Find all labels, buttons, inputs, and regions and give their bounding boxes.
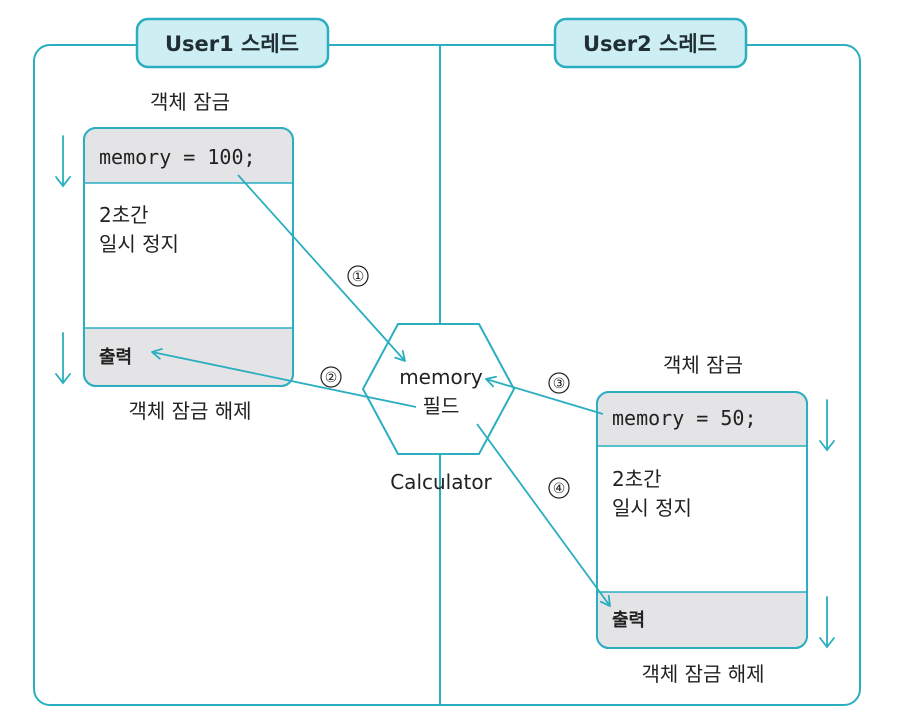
memory-field-name: memory bbox=[399, 365, 483, 389]
user2-code-line: memory = 50; bbox=[612, 406, 757, 430]
outer-frame bbox=[33, 44, 861, 706]
memory-field-label: 필드 bbox=[423, 394, 460, 418]
user1-code-block bbox=[83, 127, 294, 387]
user1-flow-arrow-top bbox=[55, 135, 71, 188]
step1-number: ① bbox=[352, 269, 365, 285]
step2-marker: ② bbox=[320, 366, 342, 388]
user1-code-line: memory = 100; bbox=[99, 145, 256, 169]
step3-arrow bbox=[485, 375, 604, 415]
step1-marker: ① bbox=[347, 265, 369, 287]
calculator-class-label: Calculator bbox=[390, 470, 492, 494]
user2-lock-label: 객체 잠금 bbox=[663, 353, 743, 377]
user1-unlock-label: 객체 잠금 해제 bbox=[128, 399, 251, 423]
user2-thread-tab: User2 스레드 bbox=[553, 17, 748, 69]
user1-thread-tab: User1 스레드 bbox=[135, 17, 330, 69]
calculator-object-hexagon bbox=[361, 323, 516, 455]
step3-marker: ③ bbox=[548, 372, 570, 394]
step4-marker: ④ bbox=[548, 477, 570, 499]
user1-thread-title: User1 스레드 bbox=[165, 32, 299, 56]
step4-number: ④ bbox=[553, 481, 566, 497]
user1-pause-line2: 일시 정지 bbox=[99, 232, 179, 256]
user1-flow-arrow-bottom bbox=[55, 332, 71, 385]
user1-pause-line1: 2초간 bbox=[99, 203, 149, 227]
user2-unlock-label: 객체 잠금 해제 bbox=[641, 662, 764, 686]
user2-pause-line2: 일시 정지 bbox=[612, 496, 692, 520]
user1-lock-label: 객체 잠금 bbox=[150, 90, 230, 114]
step2-arrow bbox=[151, 348, 417, 408]
user2-pause-line1: 2초간 bbox=[612, 467, 662, 491]
step2-number: ② bbox=[325, 370, 338, 386]
user2-thread-title: User2 스레드 bbox=[583, 32, 717, 56]
user2-flow-arrow-top bbox=[819, 399, 835, 452]
step3-number: ③ bbox=[553, 376, 566, 392]
step4-arrow bbox=[476, 423, 611, 607]
step1-arrow bbox=[237, 174, 406, 362]
user2-flow-arrow-bottom bbox=[819, 596, 835, 649]
user2-output-label: 출력 bbox=[612, 610, 645, 631]
user2-code-block bbox=[596, 391, 808, 649]
user1-output-label: 출력 bbox=[99, 347, 132, 368]
